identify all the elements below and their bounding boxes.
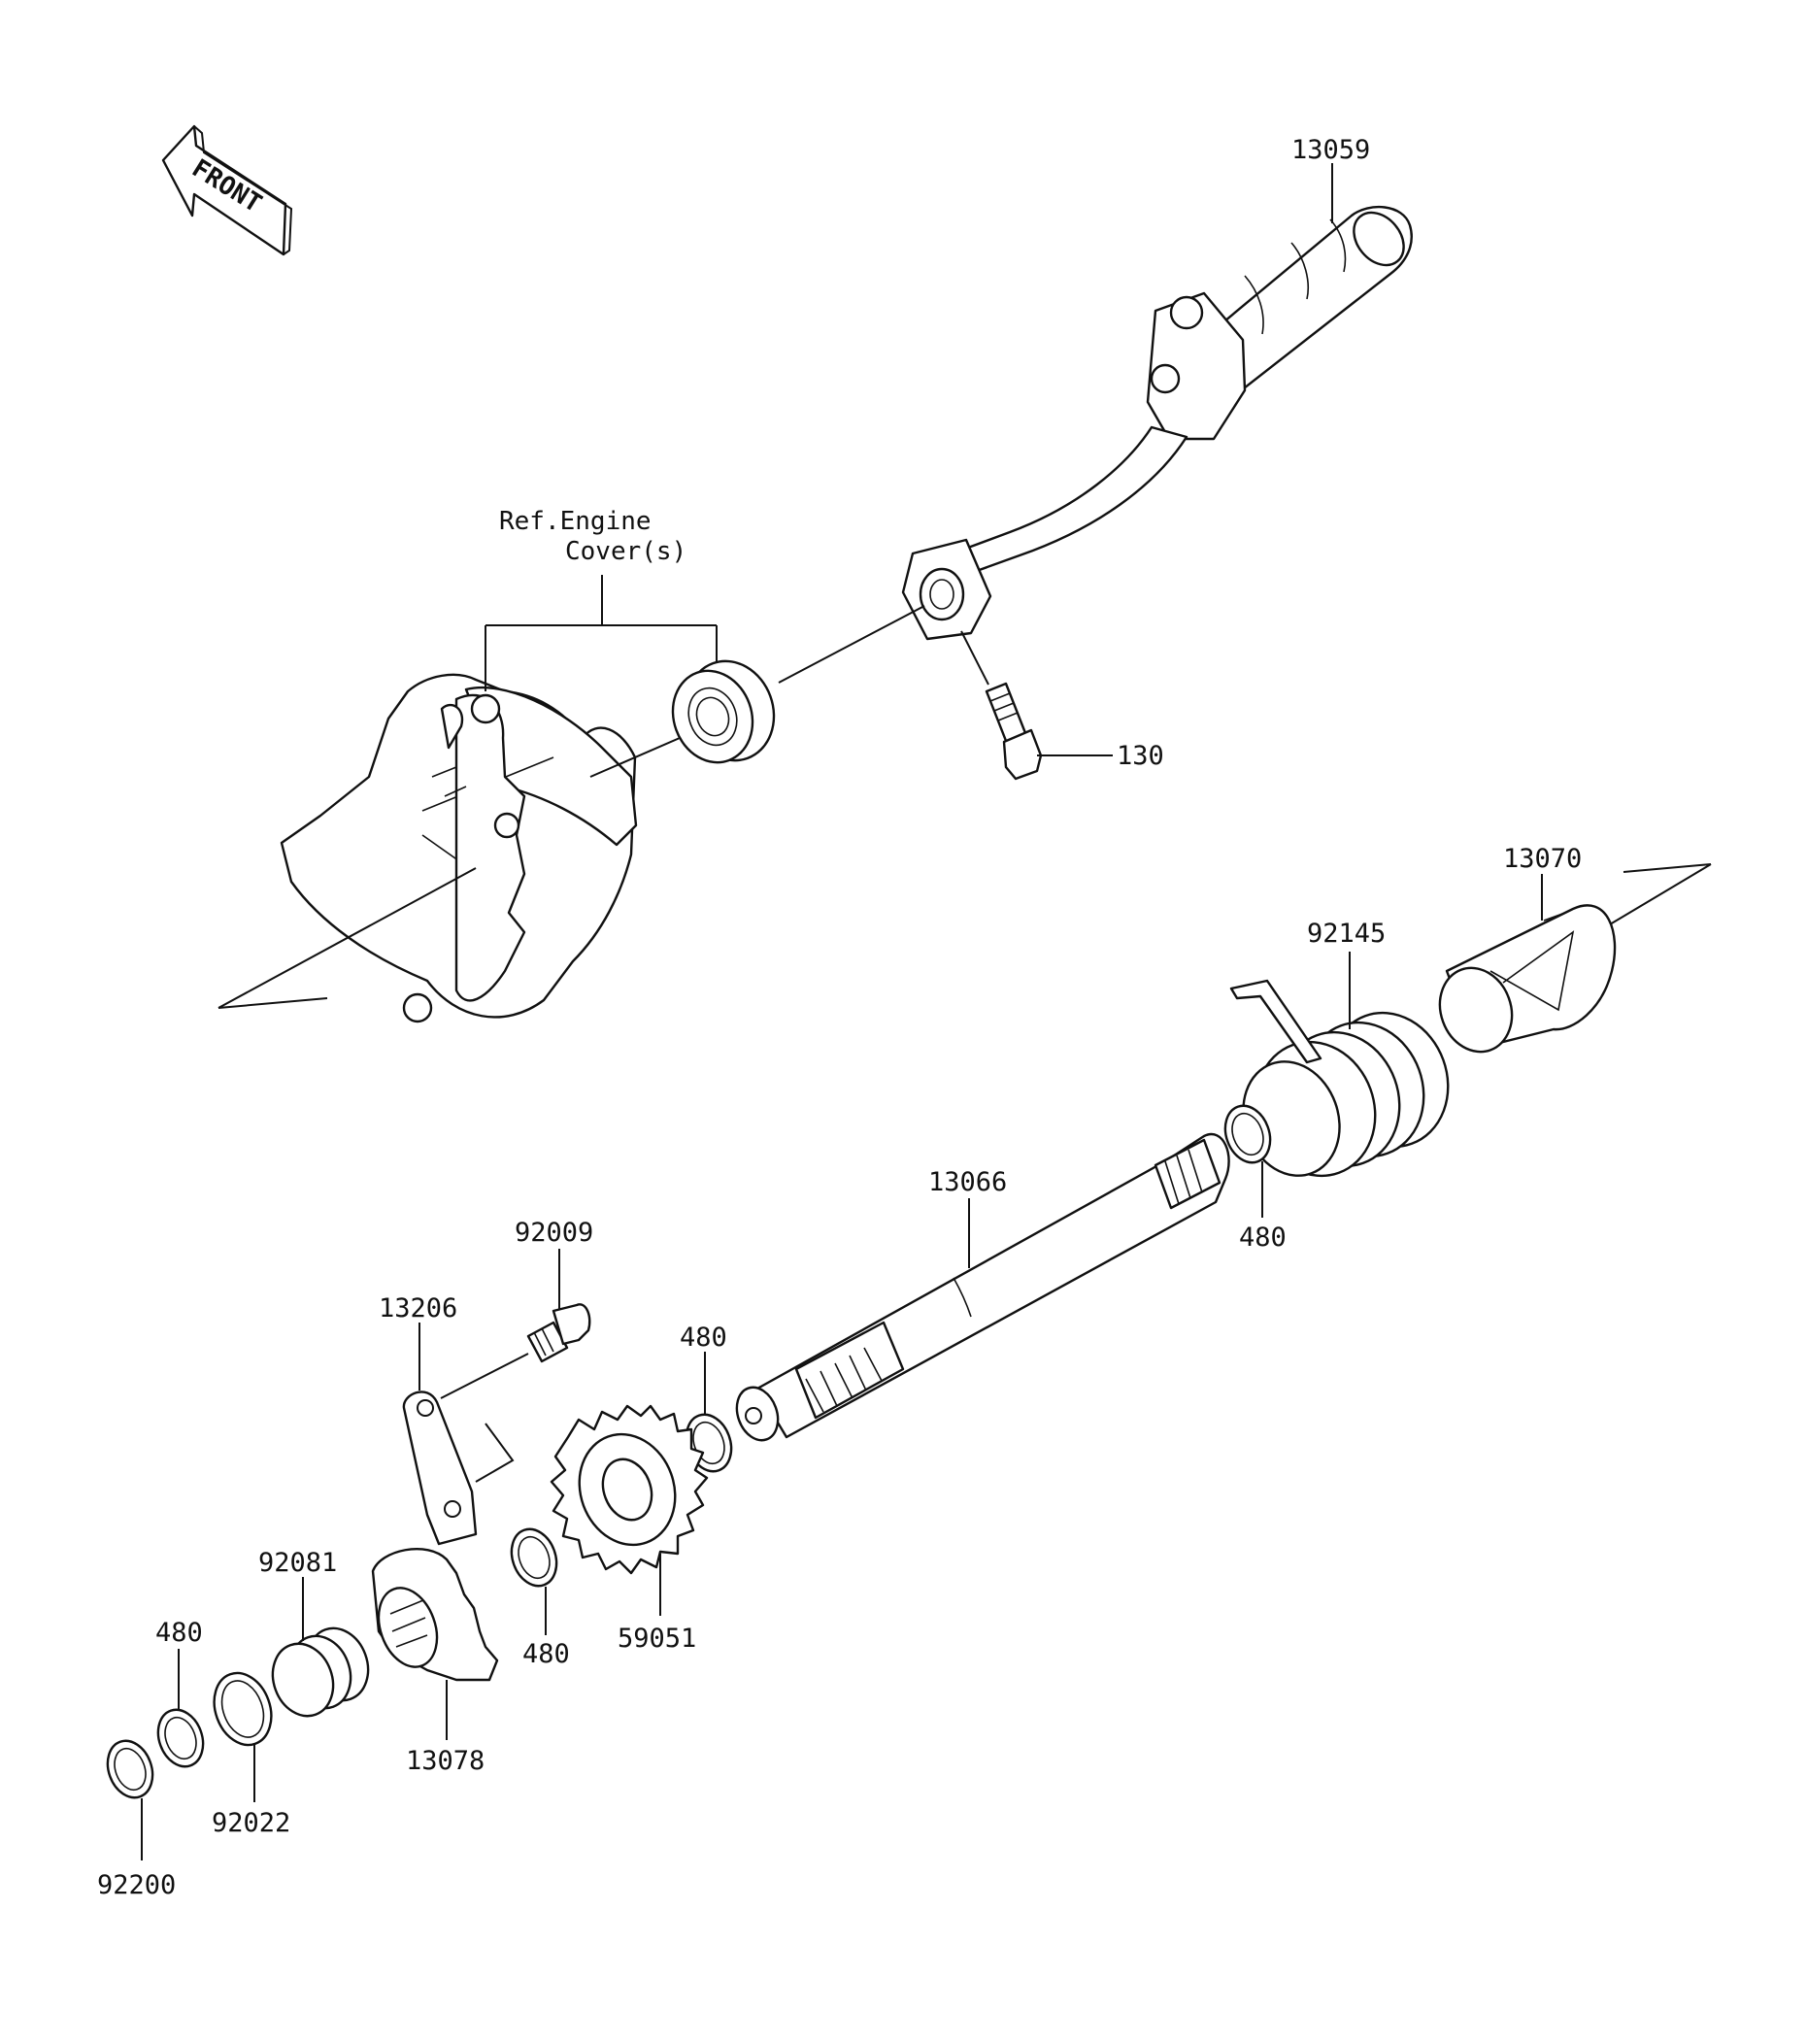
- label-92009: 92009: [515, 1218, 593, 1248]
- reference-line-2: Cover(s): [565, 537, 686, 566]
- assembly-axis-upper: [218, 605, 925, 1009]
- oil-seal: [671, 659, 776, 764]
- label-13206: 13206: [379, 1293, 457, 1324]
- label-92022: 92022: [212, 1808, 290, 1838]
- plate-13206: [402, 1353, 529, 1546]
- reference-callout: Ref.Engine Cover(s): [485, 507, 718, 691]
- bolt-130: [960, 630, 1043, 781]
- circlip-480-spring: [1223, 1104, 1272, 1164]
- circlip-480-left: [156, 1708, 205, 1768]
- kick-pedal-lever: [901, 205, 1413, 641]
- label-13078: 13078: [406, 1746, 485, 1776]
- assembly-axis-lower: [1609, 863, 1712, 925]
- label-92200: 92200: [97, 1870, 176, 1900]
- kick-guide-13070: [1438, 904, 1617, 1054]
- kick-gear-59051: [550, 1404, 709, 1575]
- label-92145: 92145: [1307, 919, 1386, 949]
- ratchet-13078: [371, 1548, 499, 1682]
- label-59051: 59051: [618, 1624, 696, 1654]
- bolt-92009: [526, 1303, 591, 1363]
- front-arrow-icon: FRONT: [161, 124, 293, 256]
- washer-92022: [213, 1671, 273, 1747]
- circlip-480-gear: [510, 1527, 558, 1588]
- label-480-gear: 480: [522, 1639, 570, 1669]
- washer-92200: [106, 1739, 154, 1799]
- label-13059: 13059: [1291, 135, 1370, 165]
- label-480-left: 480: [155, 1618, 203, 1648]
- label-92081: 92081: [258, 1548, 337, 1578]
- engine-cover: [280, 673, 681, 1023]
- spring-92081: [271, 1626, 370, 1718]
- label-13066: 13066: [928, 1167, 1007, 1197]
- label-480-shaft: 480: [680, 1323, 727, 1353]
- label-480-spring: 480: [1239, 1223, 1287, 1253]
- kick-shaft-13066: [735, 1132, 1230, 1442]
- label-130: 130: [1117, 741, 1164, 771]
- kick-spring-92145: [1229, 979, 1450, 1178]
- label-13070: 13070: [1503, 844, 1582, 874]
- reference-line-1: Ref.Engine: [499, 507, 652, 536]
